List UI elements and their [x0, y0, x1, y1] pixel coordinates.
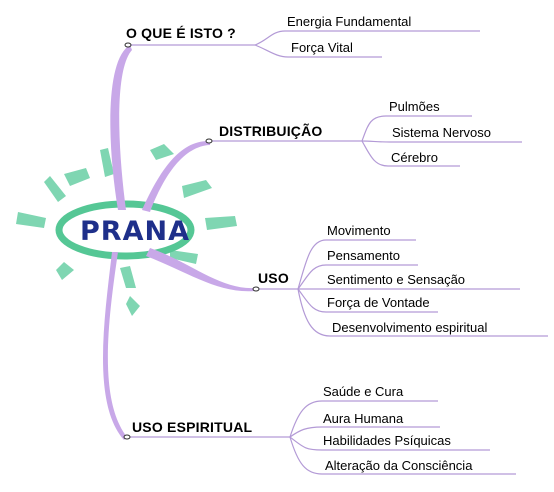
burst-graphic [16, 144, 237, 316]
leaf-label: Desenvolvimento espiritual [332, 320, 488, 335]
branch-label-spiritual-use: USO ESPIRITUAL [132, 419, 253, 435]
leaf-label: Alteração da Consciência [325, 458, 473, 473]
leaf-label: Energia Fundamental [287, 14, 412, 29]
leaf-label: Habilidades Psíquicas [323, 433, 451, 448]
leaf-lines [127, 30, 548, 475]
branch-label-what-is-it: O QUE É ISTO ? [126, 25, 236, 41]
leaf-label: Força Vital [291, 40, 353, 55]
leaf-label: Sistema Nervoso [392, 125, 491, 140]
node-knots [123, 42, 260, 440]
leaf-label: Pensamento [327, 248, 400, 263]
leaf-label: Saúde e Cura [323, 384, 404, 399]
leaf-label: Movimento [327, 223, 391, 238]
leaf-label: Força de Vontade [327, 295, 430, 310]
branch-label-use: USO [258, 270, 289, 286]
leaf-label: Sentimento e Sensação [327, 272, 466, 287]
branch-label-distribution: DISTRIBUIÇÃO [219, 123, 323, 139]
leaf-label: Cérebro [391, 150, 438, 165]
leaf-label: Pulmões [389, 99, 440, 114]
leaf-label: Aura Humana [323, 411, 404, 426]
branch-lines [103, 45, 255, 440]
center-node-label: PRANA [80, 216, 190, 247]
